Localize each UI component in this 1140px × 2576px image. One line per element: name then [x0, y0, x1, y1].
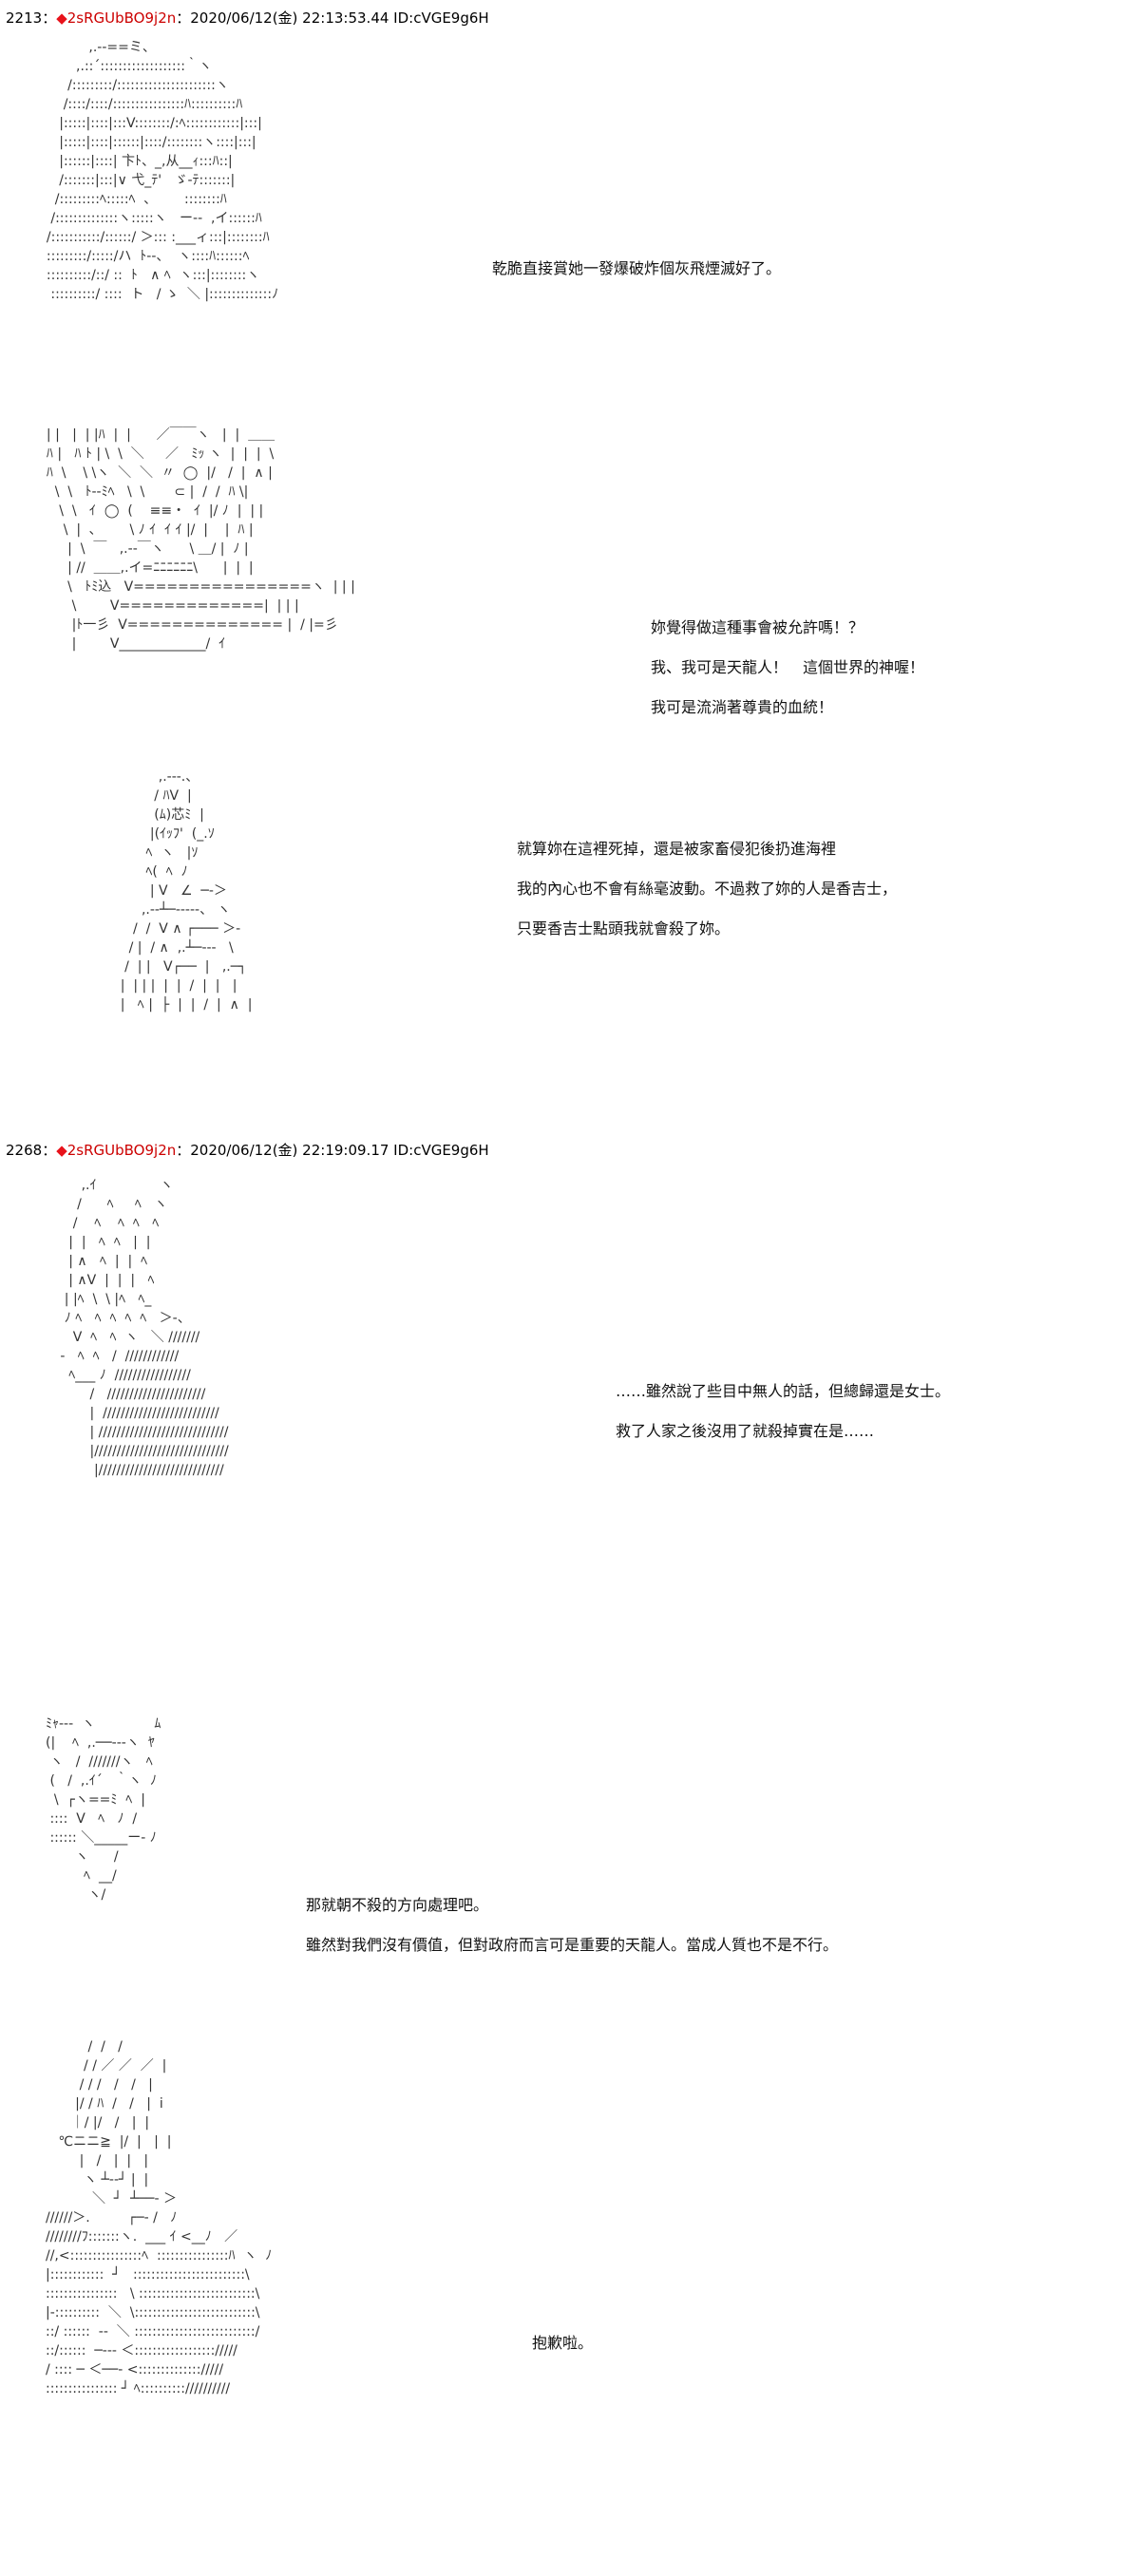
- dialogue-text: 那就朝不殺的方向處理吧。 雖然對我們沒有價值，但對政府而言可是重要的天龍人。當成…: [306, 1896, 839, 1954]
- ascii-art-panel: ﾐｬ‐-‐ ヽ ﾑ (| ﾍ ,.──‐‐‐ヽ ﾔ ヽ / ///////ヽ ﾍ…: [46, 1716, 162, 1903]
- trip-diamond-icon: ◆: [56, 9, 67, 27]
- post-datetime-id: ：2020/06/12(金) 22:19:09.17 ID:cVGE9g6H: [176, 1142, 489, 1159]
- dialogue-text: 妳覺得做這種事會被允許嗎！？ 我、我可是天龍人！ 這個世界的神喔！ 我可是流淌著…: [651, 618, 925, 716]
- dialogue-text: ……雖然說了些目中無人的話，但總歸還是女士。 救了人家之後沒用了就殺掉實在是……: [616, 1382, 951, 1440]
- dialogue-text: 抱歉啦。: [532, 2334, 594, 2352]
- ascii-art-panel: / / / / / ／ ／ ／ | / / / / / | |/ / ﾊ / /…: [46, 2039, 273, 2396]
- poster-trip: 2sRGUbBO9j2n: [66, 9, 177, 27]
- post-header: 2213：◆2sRGUbBO9j2n：2020/06/12(金) 22:13:5…: [6, 9, 489, 27]
- ascii-art-panel: | | | | |ﾊ | | ／￣￣ヽ | | ＿＿ ﾊ | ﾊ ﾄ | \ \…: [46, 427, 355, 652]
- post-header: 2268：◆2sRGUbBO9j2n：2020/06/12(金) 22:19:0…: [6, 1142, 489, 1159]
- dialogue-text: 乾脆直接賞她一發爆破炸個灰飛煙滅好了。: [492, 259, 782, 277]
- ascii-art-panel: ,.ｲ ヽ / ﾍ ﾍ ヽ / ﾍ ﾍ ﾍ ﾍ | | ﾍ ﾍ | | | ∧ …: [60, 1178, 229, 1478]
- poster-trip: 2sRGUbBO9j2n: [66, 1142, 177, 1159]
- ascii-art-panel: ,.-‐==ミ、 ,.::´:::::::::::::::::::｀ヽ /:::…: [46, 40, 279, 302]
- post-number[interactable]: 2213: [6, 9, 43, 27]
- post-separator: ：: [42, 1142, 57, 1159]
- ascii-art-panel: ,.‐‐‐.、 / ﾊV | (ﾑ)芯ﾐ | |(ｲｯﾌ' (_.ｿ ﾍ ヽ |…: [120, 769, 253, 1013]
- post-separator: ：: [42, 9, 57, 27]
- dialogue-text: 就算妳在這裡死掉，還是被家畜侵犯後扔進海裡 我的內心也不會有絲毫波動。不過救了妳…: [517, 840, 898, 938]
- post-number[interactable]: 2268: [6, 1142, 43, 1159]
- trip-diamond-icon: ◆: [56, 1142, 67, 1159]
- post-datetime-id: ：2020/06/12(金) 22:13:53.44 ID:cVGE9g6H: [176, 9, 489, 27]
